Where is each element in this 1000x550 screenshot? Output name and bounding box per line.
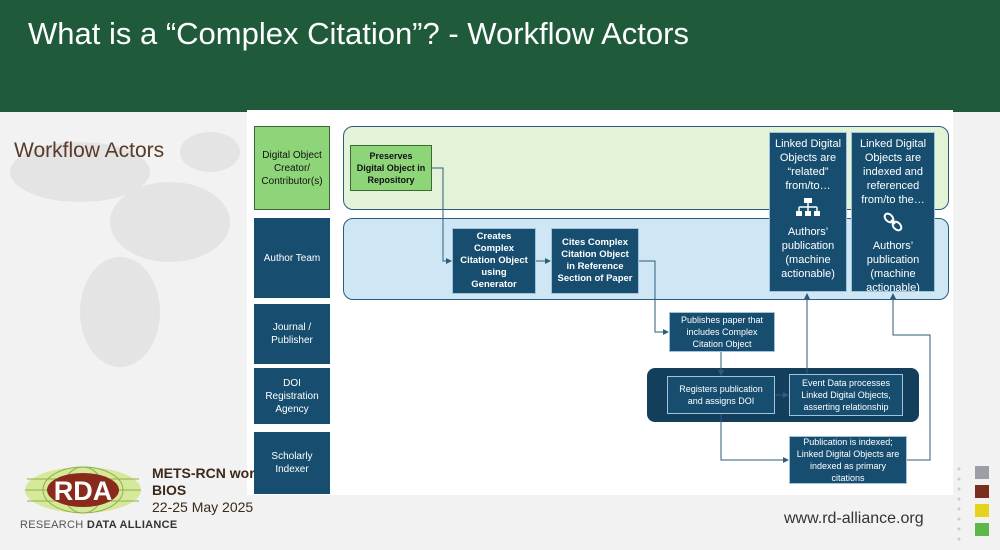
- workflow-connectors: [432, 167, 931, 463]
- section-heading: Workflow Actors: [14, 139, 165, 162]
- cites-citation-box: Cites Complex Citation Object in Referen…: [551, 228, 639, 294]
- linked-related-publication: Authors’ publication (machine actionable…: [781, 226, 835, 280]
- creates-citation-box: Creates Complex Citation Object using Ge…: [452, 228, 536, 294]
- hierarchy-icon: [796, 198, 820, 216]
- swatch-gray: [975, 466, 989, 479]
- lane-doi-agency: DOI Registration Agency: [254, 368, 330, 424]
- linked-indexed-publication: Authors’ publication (machine actionable…: [866, 240, 920, 294]
- world-map-background: [10, 132, 240, 367]
- swatch-yellow: [975, 504, 989, 517]
- decorative-dots: [957, 467, 961, 541]
- logo-caption: RESEARCH DATA ALLIANCE: [20, 519, 178, 531]
- registers-doi-box: Registers publication and assigns DOI: [667, 376, 775, 414]
- event-line-2: BIOS: [152, 482, 187, 498]
- link-icon: [883, 212, 903, 232]
- publishes-paper-box: Publishes paper that includes Complex Ci…: [669, 312, 775, 352]
- event-line-3: 22-25 May 2025: [152, 499, 254, 515]
- author-band: [343, 218, 949, 300]
- slide-title: What is a “Complex Citation”? - Workflow…: [28, 16, 689, 51]
- logo-caption-research: RESEARCH: [20, 519, 87, 531]
- preserves-box: Preserves Digital Object in Repository: [350, 145, 432, 191]
- logo-text: RDA: [54, 476, 113, 506]
- linked-related-box: Linked Digital Objects are “related” fro…: [769, 132, 847, 292]
- linked-indexed-text: Linked Digital Objects are indexed and r…: [859, 138, 927, 206]
- lane-creator: Digital Object Creator/ Contributor(s): [254, 126, 330, 210]
- lane-scholarly-indexer: Scholarly Indexer: [254, 432, 330, 494]
- lane-journal-publisher: Journal / Publisher: [254, 304, 330, 364]
- indexed-box: Publication is indexed; Linked Digital O…: [789, 436, 907, 484]
- swatch-green: [975, 523, 989, 536]
- event-data-box: Event Data processes Linked Digital Obje…: [789, 374, 903, 416]
- rda-logo: RDA: [25, 466, 141, 514]
- lane-author-team: Author Team: [254, 218, 330, 298]
- swatch-brown: [975, 485, 989, 498]
- website-url[interactable]: www.rd-alliance.org: [784, 510, 924, 527]
- title-banner: What is a “Complex Citation”? - Workflow…: [0, 0, 1000, 112]
- linked-related-text: Linked Digital Objects are “related” fro…: [774, 138, 842, 192]
- creator-band: [343, 126, 949, 210]
- event-info: METS-RCN wor BIOS 22-25 May 2025: [152, 465, 255, 516]
- event-line-1: METS-RCN wor: [152, 465, 255, 481]
- logo-caption-data-alliance: DATA ALLIANCE: [86, 519, 178, 531]
- workflow-diagram: Digital Object Creator/ Contributor(s) A…: [247, 110, 953, 495]
- linked-indexed-box: Linked Digital Objects are indexed and r…: [851, 132, 935, 294]
